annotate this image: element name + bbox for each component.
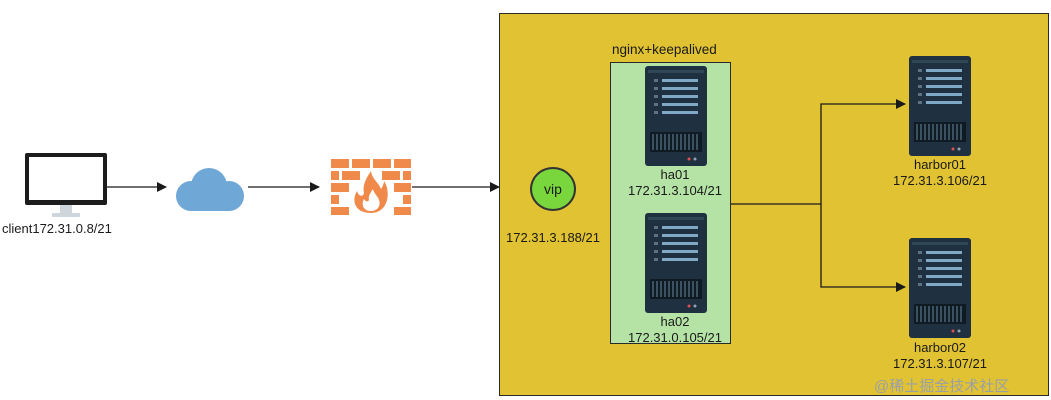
harbor02-name: harbor02 <box>913 340 967 355</box>
server-icon <box>909 238 971 338</box>
edge-cluster-harbor01 <box>731 99 906 205</box>
watermark: @稀土掘金技术社区 <box>874 378 1010 395</box>
ha02-name: ha02 <box>660 314 690 329</box>
client-label: client172.31.0.8/21 <box>2 221 112 236</box>
vip-address: 172.31.3.188/21 <box>506 230 600 245</box>
harbor01-name: harbor01 <box>913 157 967 172</box>
server-icon <box>645 66 707 166</box>
vip-label: vip <box>544 181 562 197</box>
server-icon <box>645 213 707 313</box>
vip-node: vip <box>530 167 576 211</box>
ha02-address: 172.31.0.105/21 <box>628 330 722 345</box>
cluster-title: nginx+keepalived <box>612 42 717 57</box>
ha01-address: 172.31.3.104/21 <box>628 183 722 198</box>
ha01-name: ha01 <box>660 167 690 182</box>
firewall-icon <box>331 159 411 215</box>
harbor01-address: 172.31.3.106/21 <box>893 173 987 188</box>
edge-cluster-harbor02 <box>820 204 906 292</box>
cloud-icon <box>176 168 244 211</box>
harbor02-address: 172.31.3.107/21 <box>893 356 987 371</box>
monitor-icon <box>25 153 107 217</box>
server-icon <box>909 56 971 156</box>
